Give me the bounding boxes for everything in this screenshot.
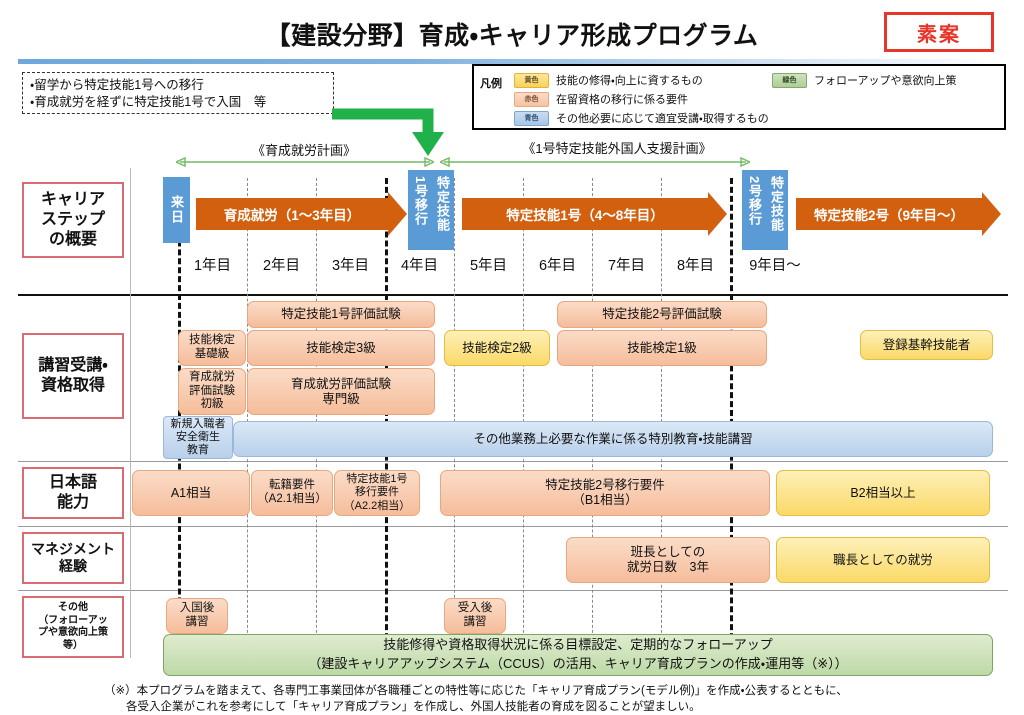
band-ssw1-label: 特定技能1号（4～8年目） [462,198,708,230]
exception-note-line-1: ・留学から特定技能1号への移行 [30,78,204,92]
sidebar-divider [130,168,131,658]
transition-to-ssw2-label-a: 2号移行 [747,176,762,227]
legend-text-blue: その他必要に応じて適宜受講・取得するもの [556,113,769,125]
sidebar-item-training-qualification: 講習受講・ 資格取得 [22,333,124,419]
gridline-year2 [247,178,248,648]
pill-skill-test-basic: 技能検定 基礎級 [178,330,246,366]
gridline-year8 [661,178,662,648]
year-label-2: 2年目 [262,257,301,274]
plan-span-arrow-ssw1-support [440,156,750,168]
year-label-6: 6年目 [538,257,577,274]
pill-ssw2-transition-requirement: 特定技能2号移行要件 （B1相当） [440,470,770,516]
pill-transfer-requirement: 転籍要件 （A2.1相当） [251,470,333,516]
plan-label-ssw1-support: 《1号特定技能外国人支援計画》 [522,141,712,156]
sidebar-item-training-qualification-label: 講習受講・ 資格取得 [38,357,108,394]
transition-to-ssw1-label-a: 1号移行 [413,176,428,227]
gridline-year5 [454,178,455,648]
pill-followup-goal-setting: 技能修得や資格取得状況に係る目標設定、定期的なフォローアップ （建設キャリアアッ… [163,634,993,676]
band-ssw2-label: 特定技能2号（9年目～） [796,198,982,230]
pill-training-work-eval-beginner: 育成就労 評価試験 初級 [178,368,246,415]
exception-note-line-2: ・育成就労を経ずに特定技能1号で入国 等 [30,95,267,109]
sidebar-item-management-experience-label: マネジメント 経験 [31,540,115,575]
row-separator-2 [18,461,1008,462]
legend-item-red: 赤色 在留資格の移行に係る要件 [514,91,688,107]
footnote-line-2: 各受入企業がこれを参考にして「キャリア育成プラン」を作成し、外国人技能者の育成を… [126,701,701,713]
sidebar-item-others-label: その他 （フォローアッ プや意欲向上策 等） [38,602,108,651]
year-label-3: 3年目 [331,257,370,274]
sidebar-item-others: その他 （フォローアッ プや意欲向上策 等） [22,596,124,658]
pill-skill-test-3: 技能検定3級 [247,330,435,366]
pill-training-work-eval-specialist: 育成就労評価試験 専門級 [247,368,435,415]
row-separator-1 [18,294,1008,296]
legend-text-green: フォローアップや意欲向上策 [814,75,957,87]
year-label-9: 9年目～ [749,257,801,274]
pill-new-entrant-safety-education: 新規入職者 安全衛生 教育 [163,416,233,459]
band-ssw1-arrowhead [708,192,727,236]
transition-flow-arrow [332,108,444,156]
year-label-7: 7年目 [607,257,646,274]
status-badge: 素案 [884,12,994,52]
transition-to-ssw2-label-b: 特定技能 [769,176,784,232]
row-separator-4 [18,590,1008,591]
legend-chip-yellow: 黄色 [514,72,549,88]
pill-post-acceptance-training: 受入後 講習 [444,598,506,634]
year-label-8: 8年目 [676,257,715,274]
footnote-line-1: （※）本プログラムを踏まえて、各専門工事業団体が各職種ごとの特性等に応じた「キャ… [104,685,848,697]
plan-span-arrow-training-work [176,156,434,168]
legend-text-red: 在留資格の移行に係る要件 [556,94,688,106]
legend-chip-blue: 青色 [514,110,549,126]
gridline-year7 [592,178,593,648]
band-ssw2-arrowhead [982,192,1001,236]
pill-a1-level: A1相当 [132,470,250,516]
gridline-year6 [523,178,524,648]
transition-to-ssw2-box: 2号移行 特定技能 [742,170,788,250]
arrival-box: 来日 [163,177,190,243]
year-label-4: 4年目 [400,257,439,274]
sidebar-item-career-step: キャリア ステップ の概要 [22,182,124,258]
pill-shokucho-work: 職長としての就労 [776,537,990,583]
exception-note-box: ・留学から特定技能1号への移行 ・育成就労を経ずに特定技能1号で入国 等 [22,72,334,114]
footnote: （※）本プログラムを踏まえて、各専門工事業団体が各職種ごとの特性等に応じた「キャ… [104,683,1008,715]
legend-chip-red: 赤色 [514,91,549,107]
band-training-work-arrowhead [388,192,407,236]
legend-item-green: 緑色 フォローアップや意欲向上策 [772,72,957,88]
pill-ssw2-eval-exam: 特定技能2号評価試験 [557,301,767,328]
pill-ssw1-eval-exam: 特定技能1号評価試験 [247,301,435,328]
plan-label-training-work: 《育成就労計画》 [251,143,356,158]
legend-chip-green: 緑色 [772,72,807,88]
pill-ssw1-transition-requirement: 特定技能1号 移行要件 （A2.2相当） [334,470,420,516]
legend-label: 凡例 [480,78,502,90]
boundary-ssw2 [730,178,733,648]
row-separator-3 [18,526,1008,527]
year-label-5: 5年目 [469,257,508,274]
header-divider [18,59,1006,64]
page-title: 【建設分野】育成・キャリア形成プログラム [265,22,759,50]
legend-item-blue: 青色 その他必要に応じて適宜受講・取得するもの [514,110,769,126]
pill-foreman-workdays: 班長としての 就労日数 3年 [566,537,770,583]
sidebar-item-japanese-ability: 日本語 能力 [22,467,124,519]
legend-item-yellow: 黄色 技能の修得・向上に資するもの [514,72,703,88]
band-training-work-label: 育成就労（1～3年目） [196,198,388,230]
transition-to-ssw1-label-b: 特定技能 [435,176,450,232]
sidebar-item-japanese-ability-label: 日本語 能力 [48,474,97,511]
pill-skill-test-1: 技能検定1級 [557,330,767,366]
pill-b2-or-above: B2相当以上 [776,470,990,516]
legend-text-yellow: 技能の修得・向上に資するもの [556,75,703,87]
pill-post-entry-training: 入国後 講習 [166,598,228,634]
pill-skill-test-2: 技能検定2級 [444,330,550,366]
sidebar-item-career-step-label: キャリア ステップ の概要 [40,191,105,248]
legend: 凡例 黄色 技能の修得・向上に資するもの 赤色 在留資格の移行に係る要件 青色 … [472,64,1006,130]
pill-special-education-skill-training: その他業務上必要な作業に係る特別教育・技能講習 [233,421,993,457]
pill-registered-core-engineer: 登録基幹技能者 [860,330,993,360]
year-label-1: 1年目 [193,257,232,274]
transition-to-ssw1-box: 1号移行 特定技能 [408,170,454,250]
sidebar-item-management-experience: マネジメント 経験 [22,532,124,584]
